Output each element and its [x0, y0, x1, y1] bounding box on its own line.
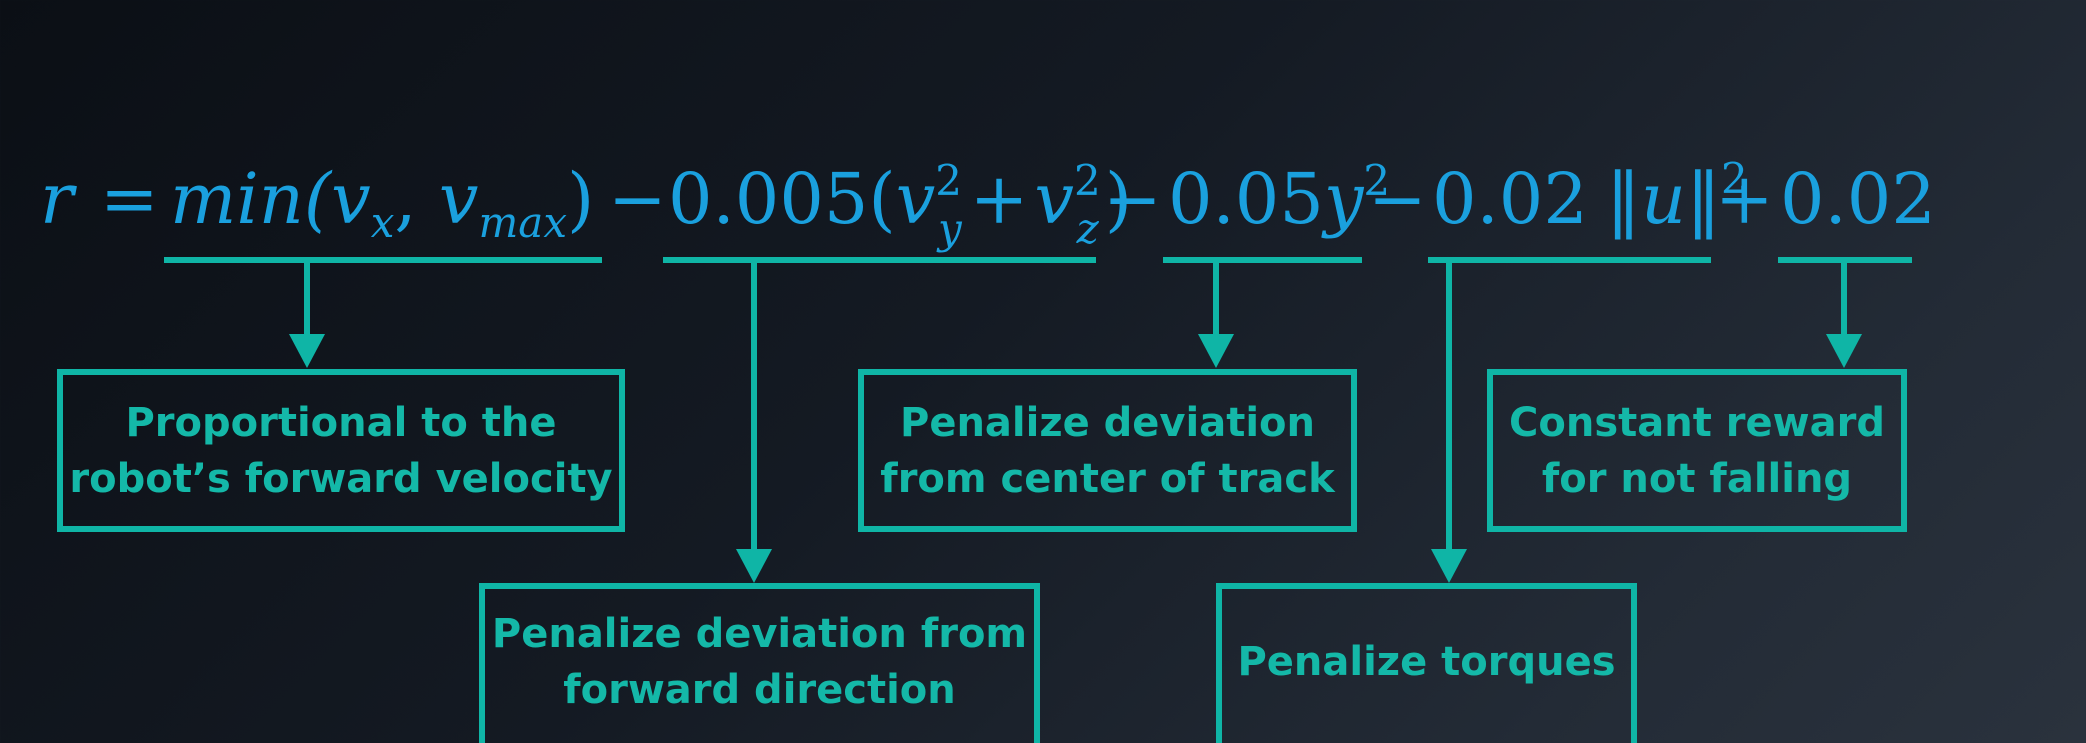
arrow-track-head	[1198, 334, 1234, 368]
formula-coef-3: 0.02	[1432, 158, 1588, 240]
formula-equals: =	[100, 158, 159, 240]
formula-close-1: )	[1105, 158, 1132, 240]
formula-vy-sup: 2	[935, 156, 962, 205]
formula-u: u	[1641, 158, 1686, 240]
annotation-forward-velocity-text: Proportional to the robot’s forward velo…	[69, 399, 613, 502]
formula-y: y	[1321, 158, 1365, 240]
formula-coef-2: 0.05	[1168, 158, 1324, 240]
formula-vy-sub: y	[936, 204, 963, 253]
formula-vz-sup: 2	[1074, 156, 1101, 205]
formula-plus-1: +	[970, 158, 1029, 240]
arrow-torques-head	[1431, 549, 1467, 583]
formula-coef-1: 0.005(	[668, 158, 896, 240]
formula-minus-3: −	[1368, 158, 1427, 240]
formula-vz-sub: z	[1076, 204, 1100, 253]
formula-y-sup: 2	[1363, 156, 1390, 205]
formula-plus-2: +	[1715, 158, 1774, 240]
annotation-track-deviation: Penalize deviation from center of track	[858, 369, 1357, 532]
formula-vz: v	[1034, 158, 1074, 240]
annotation-not-falling: Constant reward for not falling	[1487, 369, 1907, 532]
formula-norm-open: ‖	[1606, 158, 1641, 240]
annotation-not-falling-text: Constant reward for not falling	[1509, 399, 1885, 502]
formula-norm-close: ‖	[1686, 158, 1721, 240]
formula-constant: 0.02	[1780, 158, 1936, 240]
arrow-velocity-head	[289, 334, 325, 368]
annotation-forward-direction-text: Penalize deviation from forward directio…	[491, 611, 1028, 713]
annotation-torques-text: Penalize torques	[1237, 639, 1616, 685]
annotation-forward-velocity: Proportional to the robot’s forward velo…	[57, 369, 625, 532]
annotation-torques: Penalize torques	[1216, 583, 1637, 743]
formula-u-sup: 2	[1721, 154, 1748, 203]
formula-vy: v	[896, 158, 936, 240]
formula-minus-1: −	[608, 158, 667, 240]
formula-min-open: min(	[170, 158, 333, 240]
formula-r: r	[40, 158, 77, 240]
annotation-forward-direction: Penalize deviation from forward directio…	[479, 583, 1040, 743]
arrow-falling-head	[1826, 334, 1862, 368]
formula-vx: v	[331, 158, 371, 240]
formula-comma: ,	[394, 158, 439, 240]
formula-minus-2: −	[1103, 158, 1162, 240]
formula-vmax-sub: max	[478, 198, 567, 247]
arrow-forward-head	[736, 549, 772, 583]
annotation-track-deviation-text: Penalize deviation from center of track	[880, 399, 1335, 502]
formula-vmax: v	[439, 158, 479, 240]
formula-min-close: )	[567, 158, 594, 240]
formula-vx-sub: x	[371, 198, 395, 247]
